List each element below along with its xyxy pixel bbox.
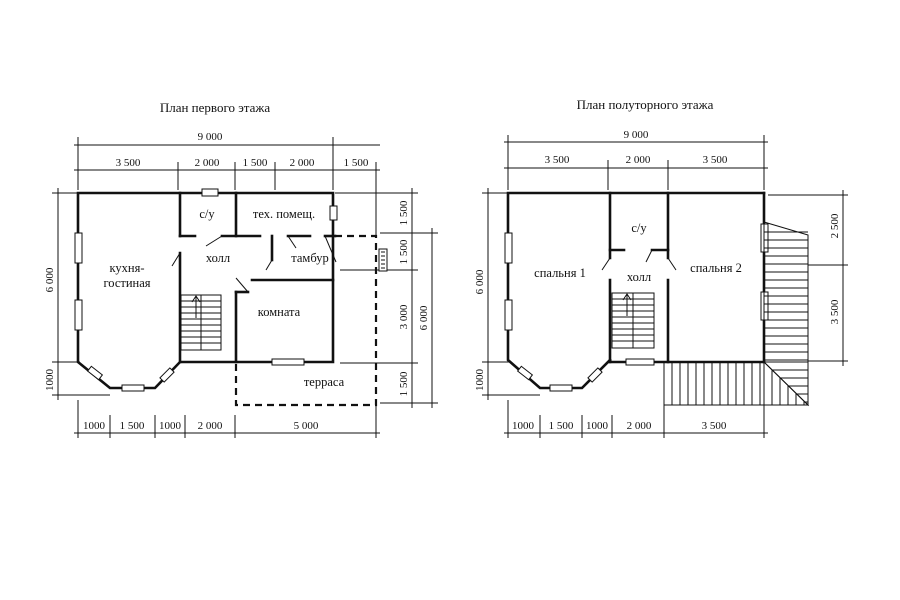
window-icon <box>625 358 655 366</box>
floor2-top-dim-3: 3 500 <box>703 154 728 166</box>
floor2-title: План полуторного этажа <box>577 97 714 112</box>
floor1-terrace-outline <box>234 234 378 407</box>
room-wc-label: с/у <box>199 207 215 221</box>
room-hall-label: холл <box>627 270 651 284</box>
floor1-right-dim-4: 1 500 <box>398 371 410 396</box>
window-icon <box>549 384 573 392</box>
floor1-total-width: 9 000 <box>198 131 223 143</box>
floor2-bottom-dim-2: 1 500 <box>549 420 574 432</box>
room-room-label: комната <box>258 305 301 319</box>
floor1-bottom-dim-1: 1000 <box>83 420 106 432</box>
floor1-bottom-dim-5: 5 000 <box>294 420 319 432</box>
floor1-right-dimensions: 1 500 1 500 3 000 1 500 6 000 <box>335 188 438 408</box>
floor2-top-dim-2: 2 000 <box>626 154 651 166</box>
floor2-right-dim-2: 3 500 <box>829 299 841 324</box>
floor2-right-dim-1: 2 500 <box>829 213 841 238</box>
floor1-bottom-dim-2: 1 500 <box>120 420 145 432</box>
floor1-top-dim-1: 3 500 <box>116 157 141 169</box>
window-icon <box>86 365 104 381</box>
floor1-top-dim-3: 1 500 <box>243 157 268 169</box>
floor2-windows <box>504 223 769 392</box>
floor2-bottom-dim-4: 2 000 <box>627 420 652 432</box>
floor1-top-dim-4: 2 000 <box>290 157 315 169</box>
floor1-left-dim-2: 1000 <box>44 369 56 392</box>
floor1-top-dimensions: 9 000 3 500 2 000 1 500 2 000 1 500 <box>74 131 380 235</box>
floor1-windows <box>74 188 388 392</box>
floor2-bottom-dim-3: 1000 <box>586 420 609 432</box>
floor2-total-width: 9 000 <box>624 129 649 141</box>
window-icon <box>516 365 534 381</box>
floor1-stairs <box>180 294 222 351</box>
floor1-top-dim-2: 2 000 <box>195 157 220 169</box>
floor2-right-dimensions: 2 500 3 500 <box>768 190 848 366</box>
floor1-left-dim-1: 6 000 <box>44 267 56 292</box>
floor2-stairs <box>611 292 655 349</box>
floor2-roof-slope-right <box>763 221 809 407</box>
room-bedroom1-label: спальня 1 <box>534 266 586 280</box>
floor1-plan: План первого этажа 9 000 3 500 2 000 1 5… <box>44 100 438 438</box>
room-kitchen-label-1: кухня- <box>110 261 145 275</box>
floor2-bottom-dimensions: 1000 1 500 1000 2 000 3 500 <box>504 400 768 438</box>
floor2-plan: План полуторного этажа 9 000 3 500 2 000… <box>474 97 848 438</box>
floor2-left-dim-2: 1000 <box>474 369 486 392</box>
window-icon <box>329 205 338 221</box>
room-hall-label: холл <box>206 251 230 265</box>
floor1-right-dim-3: 3 000 <box>398 304 410 329</box>
room-tech-label: тех. помещ. <box>253 207 315 221</box>
window-icon <box>74 232 83 264</box>
room-vestibule-label: тамбур <box>291 251 328 265</box>
room-wc-label: с/у <box>631 221 647 235</box>
room-bedroom2-label: спальня 2 <box>690 261 742 275</box>
floor1-right-dim-1: 1 500 <box>398 200 410 225</box>
floor1-bottom-dim-3: 1000 <box>159 420 182 432</box>
window-icon <box>74 299 83 331</box>
floor1-title: План первого этажа <box>160 100 271 115</box>
floor2-top-dimensions: 9 000 3 500 2 000 3 500 <box>504 129 768 190</box>
floor1-right-total: 6 000 <box>418 305 430 330</box>
window-icon <box>201 188 219 197</box>
floor1-left-dimensions: 6 000 1000 <box>44 188 110 400</box>
window-icon <box>504 299 513 331</box>
floor2-left-dim-1: 6 000 <box>474 269 486 294</box>
floor2-left-dimensions: 6 000 1000 <box>474 188 540 400</box>
floor2-bottom-dim-1: 1000 <box>512 420 535 432</box>
floor1-top-dim-5: 1 500 <box>344 157 369 169</box>
room-terrace-label: терраса <box>304 375 345 389</box>
floor1-right-dim-2: 1 500 <box>398 239 410 264</box>
floor2-top-dim-1: 3 500 <box>545 154 570 166</box>
window-icon <box>121 384 145 392</box>
floor1-bottom-dim-4: 2 000 <box>198 420 223 432</box>
floor2-bottom-dim-5: 3 500 <box>702 420 727 432</box>
window-icon <box>159 367 175 383</box>
floor1-bottom-dimensions: 1000 1 500 1000 2 000 5 000 <box>74 400 380 438</box>
window-icon <box>587 367 603 383</box>
window-icon <box>271 358 305 366</box>
window-icon <box>504 232 513 264</box>
room-kitchen-label-2: гостиная <box>103 276 150 290</box>
